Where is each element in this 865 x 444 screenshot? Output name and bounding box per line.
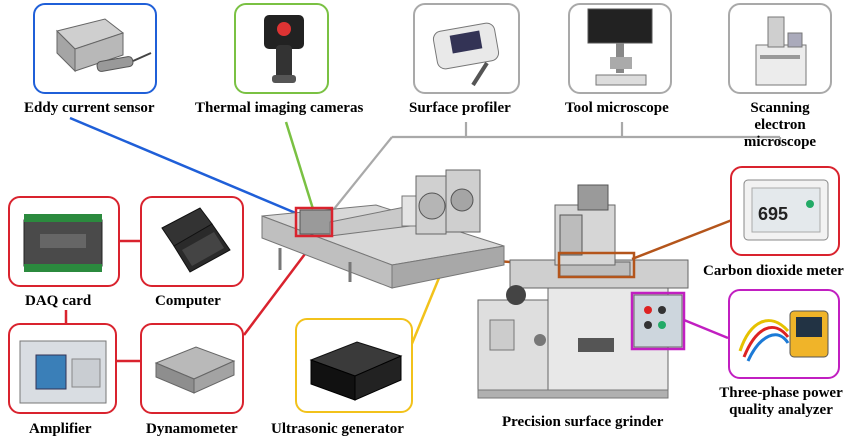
tool-microscope-label: Tool microscope: [565, 100, 669, 116]
thermal-camera-label: Thermal imaging cameras: [195, 100, 364, 116]
grinding-fixture-rig: [261, 169, 505, 289]
sem-label: Scanning electron microscope: [743, 100, 817, 150]
eddy-current-sensor-frame: [33, 3, 157, 94]
eddy-sensor-image: [56, 18, 152, 73]
blue-connector: [69, 116, 299, 216]
tool-microscope-frame: [568, 3, 672, 94]
sem-image: [755, 16, 807, 86]
dynamometer-label: Dynamometer: [146, 421, 238, 437]
ultrasonic-generator-label: Ultrasonic generator: [271, 421, 404, 437]
computer-label: Computer: [155, 293, 221, 309]
ultrasonic-generator-image: [309, 341, 403, 401]
daq-card-image: [23, 214, 103, 272]
computer-frame: [140, 196, 244, 287]
dynamometer-frame: [140, 323, 244, 414]
amplifier-image: [19, 340, 107, 404]
precision-grinder-label: Precision surface grinder: [502, 414, 664, 430]
magenta-highlight-box: [630, 291, 686, 351]
power-analyzer-frame: [728, 289, 840, 379]
orange-highlight-box: [557, 251, 636, 279]
eddy-current-sensor-label: Eddy current sensor: [24, 100, 155, 116]
gray-bracket: [329, 122, 782, 215]
power-analyzer-image: [738, 310, 829, 362]
co2-meter-image: 695: [743, 179, 829, 241]
thermal-camera-frame: [234, 3, 329, 94]
orange-co2-link: [631, 218, 733, 261]
tool-microscope-image: [587, 8, 653, 86]
amplifier-frame: [8, 323, 117, 414]
power-analyzer-label: Three-phase power quality analyzer: [719, 385, 843, 418]
co2-meter-label: Carbon dioxide meter: [703, 263, 844, 279]
dynamometer-image: [154, 346, 236, 394]
surface-profiler-label: Surface profiler: [409, 100, 511, 116]
scanning-electron-microscope-frame: [728, 3, 832, 94]
surface-profiler-image: [432, 22, 500, 87]
red-highlight-box: [294, 206, 334, 238]
daq-card-label: DAQ card: [25, 293, 92, 309]
surface-profiler-frame: [413, 3, 520, 94]
amplifier-label: Amplifier: [29, 421, 92, 437]
surface-grinder-machine: [477, 184, 689, 399]
magenta-connector: [683, 318, 729, 340]
thermal-camera-image: [264, 15, 304, 83]
daq-card-frame: [8, 196, 120, 287]
laptop-icon: [161, 207, 231, 273]
co2-reading: 695: [758, 204, 788, 224]
co2-meter-frame: 695: [730, 166, 840, 256]
green-connector: [284, 121, 315, 210]
ultrasonic-generator-frame: [295, 318, 413, 413]
